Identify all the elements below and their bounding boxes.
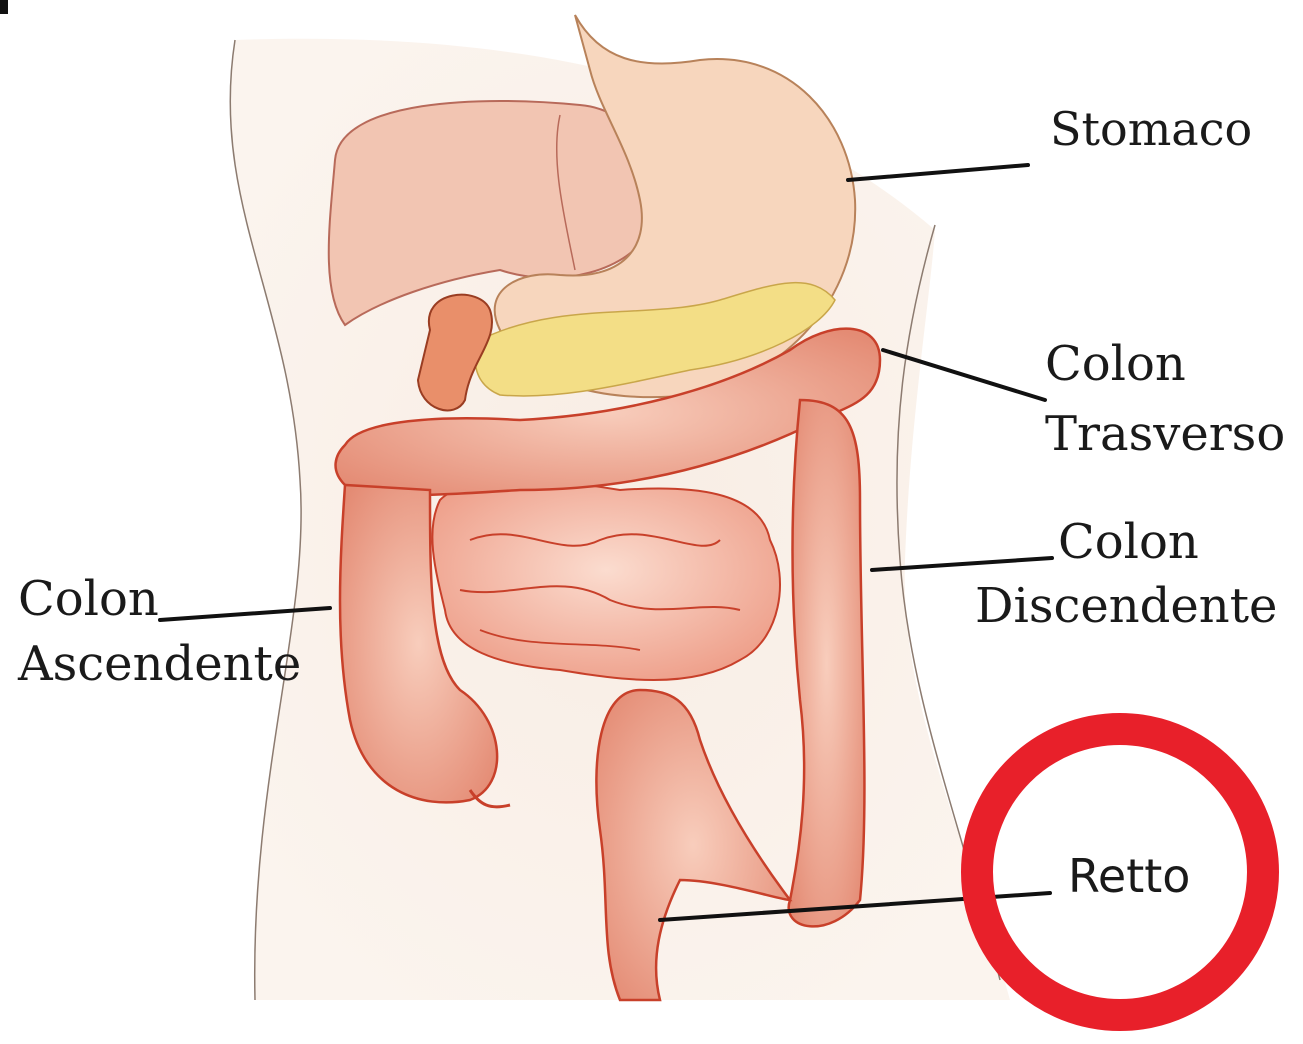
descending-colon: [789, 400, 865, 926]
label-colon-discendente-line2: Discendente: [975, 578, 1277, 634]
corner-mark: [0, 0, 8, 14]
label-colon-trasverso-line1: Colon: [1045, 336, 1186, 392]
small-intestine: [432, 480, 780, 680]
label-retto: Retto: [1068, 849, 1190, 903]
label-stomaco: Stomaco: [1050, 102, 1252, 156]
label-colon-ascendente-line2: Ascendente: [17, 636, 301, 692]
leader-stomaco: [848, 165, 1028, 180]
label-colon-trasverso-line2: Trasverso: [1045, 406, 1285, 462]
label-colon-discendente-line1: Colon: [1058, 514, 1199, 570]
label-colon-ascendente-line1: Colon: [18, 571, 159, 627]
